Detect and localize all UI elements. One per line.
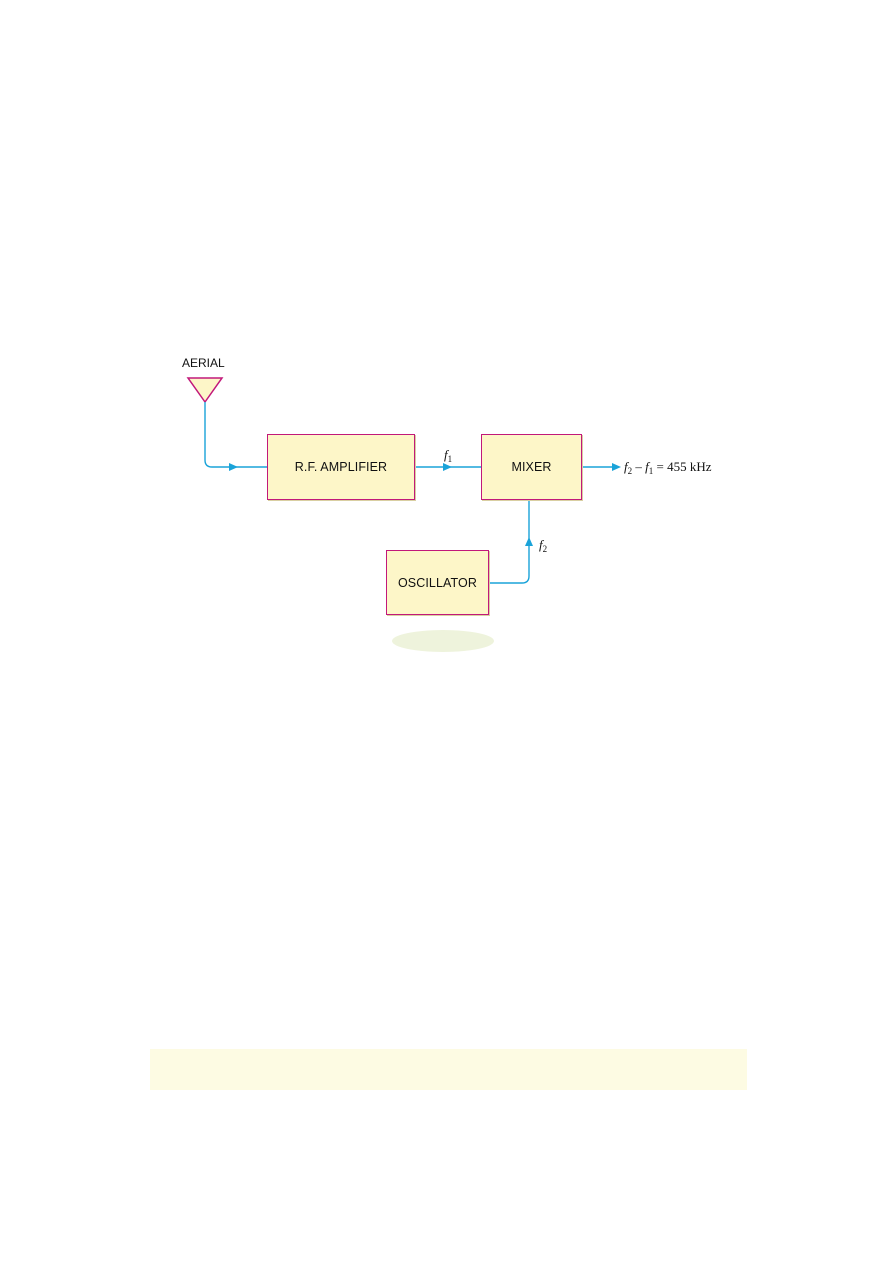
output-f1-subscript: 1 [648,466,654,476]
rf-amplifier-label: R.F. AMPLIFIER [294,460,388,474]
output-frequency-label: f2 – f1 = 455 kHz [624,459,712,476]
note-band [150,1049,747,1090]
signal-f2-label: f2 [539,537,547,554]
rf-amplifier-block: R.F. AMPLIFIER [267,434,415,500]
output-frequency-value: = 455 kHz [653,459,712,474]
output-f1-symbol: f [645,459,649,474]
mixer-label: MIXER [511,460,552,474]
oscillator-to-mixer-arrow-icon [525,537,533,546]
aerial-to-rf-wire [204,402,267,468]
oscillator-label: OSCILLATOR [397,575,478,590]
decorative-shadow-ellipse [392,630,494,652]
signal-f1-symbol: f [444,447,448,462]
signal-f2-symbol: f [539,537,543,552]
mixer-output-arrow-icon [612,463,621,471]
signal-f2-subscript: 2 [542,544,548,554]
oscillator-block: OSCILLATOR [386,550,489,615]
aerial-to-rf-arrow-icon [229,463,238,471]
rf-to-mixer-arrow-icon [443,463,452,471]
aerial-label: AERIAL [182,356,225,370]
signal-f1-label: f1 [444,447,452,464]
output-minus-sign: – [632,459,646,474]
oscillator-to-mixer-wire [488,499,530,584]
output-f2-subscript: 2 [627,466,633,476]
mixer-block: MIXER [481,434,582,500]
aerial-antenna-icon [186,377,224,404]
signal-f1-subscript: 1 [447,454,453,464]
output-f2-symbol: f [624,459,628,474]
